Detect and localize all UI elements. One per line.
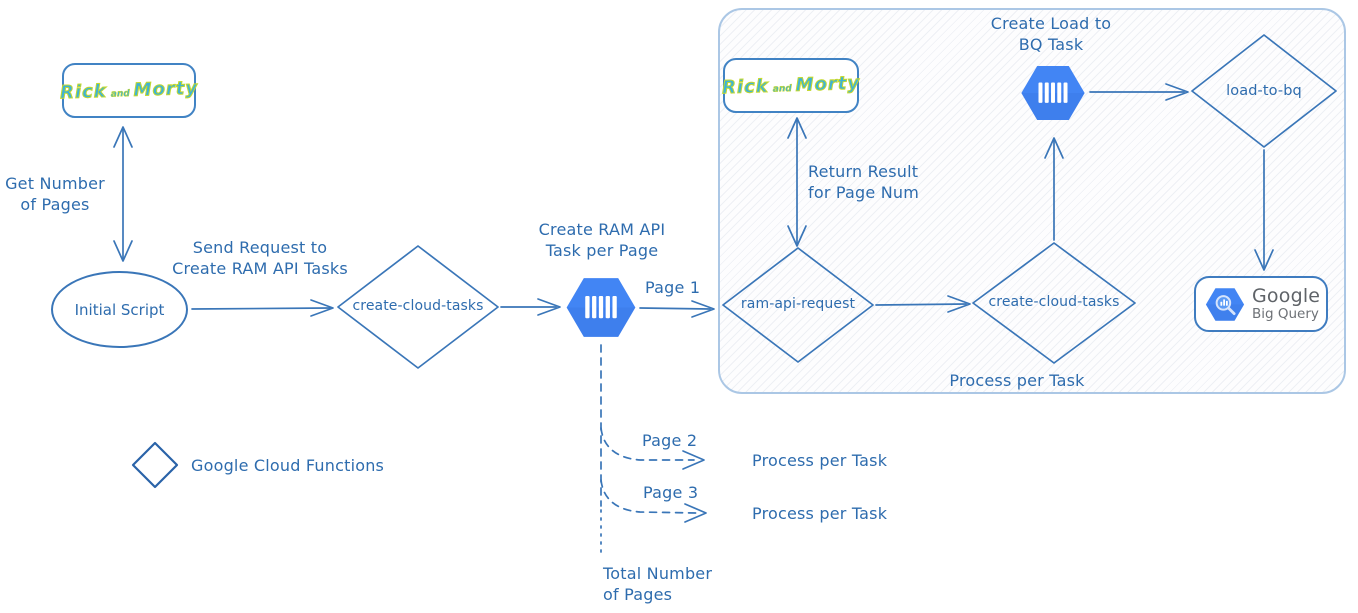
cloud-functions-legend-diamond bbox=[131, 441, 179, 489]
cloud-tasks-hexagon-icon bbox=[566, 278, 636, 337]
google-brand-text: Google bbox=[1252, 284, 1321, 307]
process-per-task-inner-label: Process per Task bbox=[949, 371, 1085, 390]
process-per-task-2-label: Process per Task bbox=[752, 451, 888, 470]
get-pages-arrow bbox=[113, 126, 133, 262]
initial-script-label: Initial Script bbox=[74, 300, 165, 319]
rick-and-morty-api-inner-node: Rick and Morty bbox=[721, 58, 861, 113]
initial-script-node: Initial Script bbox=[51, 271, 188, 348]
ram-to-cct-arrow bbox=[875, 295, 971, 313]
icon-to-loadbq-arrow bbox=[1089, 83, 1189, 101]
ram-logo-and: and bbox=[772, 83, 792, 95]
total-number-of-pages-label: Total Number of Pages bbox=[603, 564, 713, 604]
ram-logo-morty: Morty bbox=[133, 77, 199, 101]
page-2-label: Page 2 bbox=[642, 431, 698, 450]
ram-api-request-diamond bbox=[722, 247, 874, 363]
ram-logo-rick: Rick bbox=[721, 75, 770, 99]
cloud-tasks-icon bbox=[565, 276, 637, 339]
send-request-label: Send Request to Create RAM API Tasks bbox=[172, 238, 348, 278]
send-request-arrow bbox=[191, 299, 334, 317]
ram-logo-rick: Rick bbox=[59, 80, 108, 104]
cloud-functions-legend-label: Google Cloud Functions bbox=[191, 456, 385, 475]
ram-logo-morty: Morty bbox=[795, 72, 861, 96]
page-3-label: Page 3 bbox=[643, 483, 699, 502]
cloud-tasks-hexagon-icon bbox=[1021, 65, 1085, 121]
bigquery-wordmark: Google Big Query bbox=[1252, 284, 1321, 322]
create-cloud-tasks-inner-diamond bbox=[972, 242, 1136, 364]
page-1-label: Page 1 bbox=[645, 278, 701, 297]
bigquery-product-text: Big Query bbox=[1252, 305, 1319, 322]
return-result-label: Return Result for Page Num bbox=[808, 162, 920, 202]
loadbq-to-bigquery-arrow bbox=[1254, 149, 1274, 271]
page-2-arrow bbox=[600, 427, 705, 470]
load-to-bq-label: load-to-bq bbox=[1226, 83, 1302, 99]
return-result-arrow bbox=[787, 117, 807, 247]
rick-and-morty-logo: Rick and Morty bbox=[59, 77, 199, 104]
load-to-bq-diamond bbox=[1191, 34, 1337, 148]
bigquery-node: Google Big Query bbox=[1194, 276, 1328, 332]
page-1-arrow bbox=[639, 300, 715, 318]
ram-api-request-label: ram-api-request bbox=[740, 296, 856, 312]
tasks-to-icon-arrow bbox=[500, 298, 561, 316]
create-ram-task-label: Create RAM API Task per Page bbox=[538, 220, 666, 260]
page-3-arrow bbox=[600, 479, 707, 523]
create-load-bq-label: Create Load to BQ Task bbox=[990, 14, 1112, 54]
rick-and-morty-logo: Rick and Morty bbox=[721, 72, 861, 99]
ram-logo-and: and bbox=[110, 88, 130, 100]
process-per-task-3-label: Process per Task bbox=[752, 504, 888, 523]
get-number-of-pages-label: Get Number of Pages bbox=[5, 174, 105, 214]
rick-and-morty-api-node: Rick and Morty bbox=[59, 63, 199, 118]
create-cloud-tasks-diamond bbox=[337, 245, 499, 369]
bigquery-icon bbox=[1205, 287, 1245, 321]
create-cloud-tasks-label: create-cloud-tasks bbox=[352, 298, 484, 314]
cloud-tasks-icon bbox=[1020, 64, 1086, 122]
cct-to-icon-arrow bbox=[1044, 137, 1064, 241]
create-cloud-tasks-inner-label: create-cloud-tasks bbox=[988, 294, 1120, 310]
